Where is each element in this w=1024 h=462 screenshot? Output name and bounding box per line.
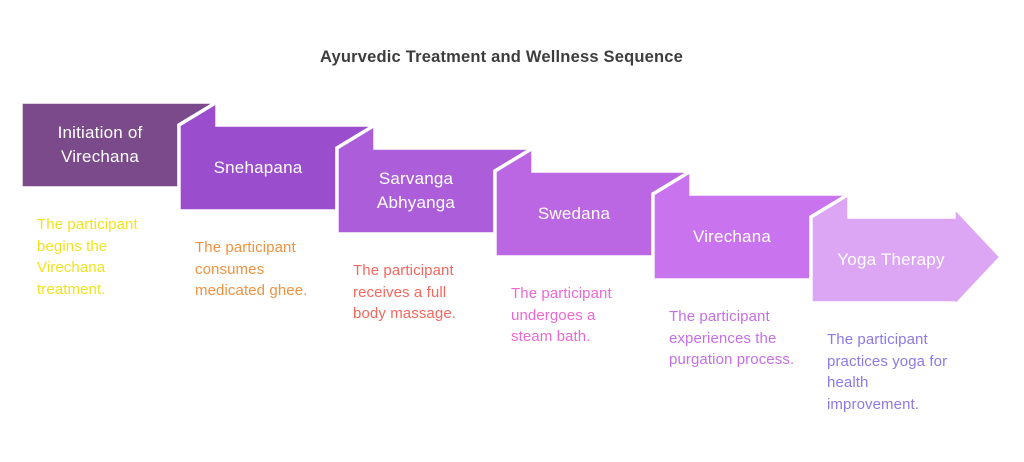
- step-label-4: Swedana: [537, 204, 611, 223]
- step-label-3: Sarvanga Abhyanga: [376, 169, 456, 212]
- arrow-step-shape: [809, 190, 1004, 312]
- step-label-6: Yoga Therapy: [837, 250, 945, 269]
- step-description-5: The participant experiences the purgatio…: [669, 308, 795, 368]
- step-description-6: The participant practices yoga for healt…: [827, 331, 948, 413]
- diagram-title: Ayurvedic Treatment and Wellness Sequenc…: [319, 48, 684, 66]
- step-description-3: The participant receives a full body mas…: [353, 262, 457, 322]
- step-description-1: The participant begins the Virechana tre…: [37, 216, 138, 298]
- step-label-5: Virechana: [692, 227, 772, 246]
- step-description-2: The participant consumes medicated ghee.: [195, 239, 308, 299]
- step-label-1: Initiation of Virechana: [57, 123, 143, 166]
- step-description-4: The participant undergoes a steam bath.: [511, 285, 612, 345]
- step-label-2: Snehapana: [213, 158, 303, 177]
